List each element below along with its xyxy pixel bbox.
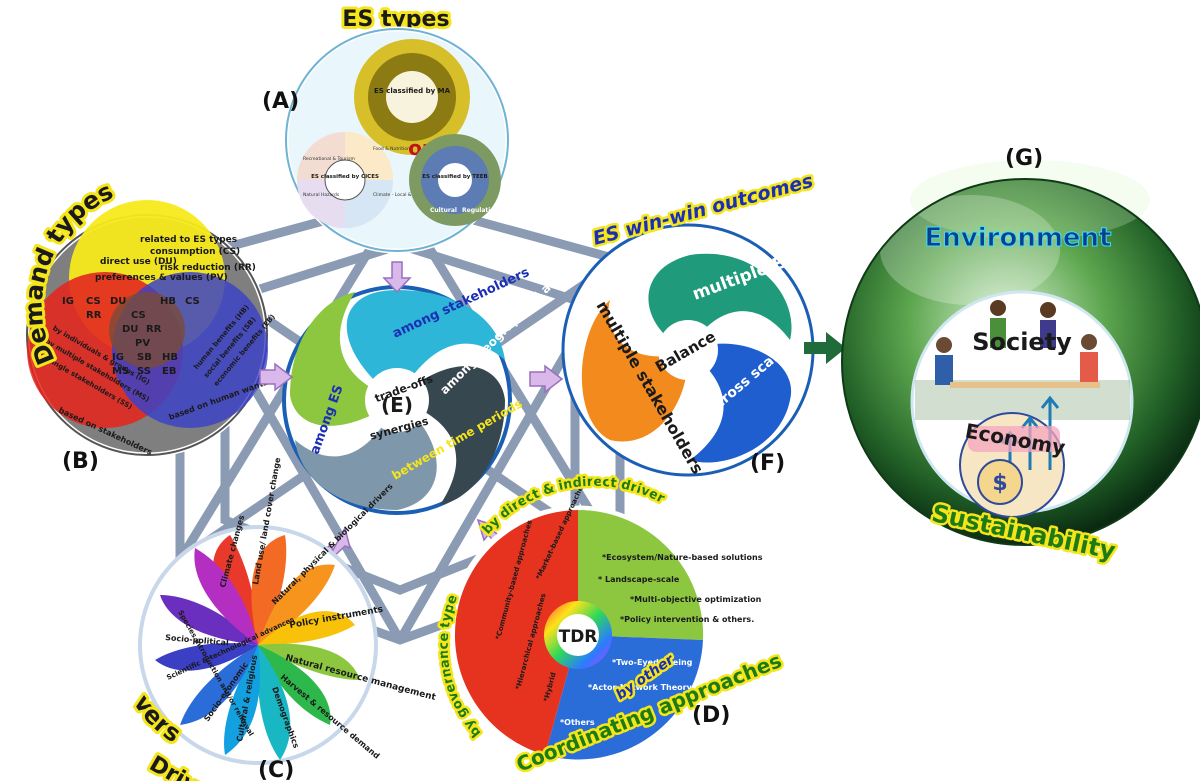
tdr-center <box>557 614 599 656</box>
society-label: Society <box>972 328 1072 356</box>
yellow-item-pv: preferences & values (PV) <box>95 273 228 283</box>
blue-item-2: *Actor-Network Theory <box>588 683 693 692</box>
yr-code-1: IG <box>62 296 74 307</box>
teeb-section-regulating: Regulating <box>462 207 499 214</box>
center-circle <box>365 368 429 432</box>
arrow-a-to-e <box>382 261 412 294</box>
green-sector <box>578 509 704 640</box>
cices-classification-pie: ES classified by CICES Food & Nutrition … <box>297 132 427 228</box>
green-item-4: *Policy intervention & others. <box>620 615 754 624</box>
arrows-to-center <box>259 261 564 561</box>
yr-code-4: RR <box>86 310 102 321</box>
panel-b-letter: (B) <box>62 449 99 474</box>
green-item-1: *Ecosystem/Nature-based solutions <box>602 553 763 562</box>
driver-petals <box>155 535 360 760</box>
panel-a-es-types: ES types ES classified by MA or ES class… <box>262 4 511 254</box>
blue-item-3: *Others <box>560 718 595 727</box>
cices-item-8: Natural Hazards <box>303 192 340 198</box>
panel-g-letter: (G) <box>1005 146 1043 171</box>
yellow-header: related to ES types <box>140 235 237 245</box>
teeb-label: ES classified by TEEB <box>422 174 487 180</box>
center-code-ms: MS <box>112 366 129 377</box>
money-bag-icon <box>977 459 1023 505</box>
ma-classification-ring: ES classified by MA <box>354 39 470 155</box>
panel-f-win-win-outcomes: Balance multiple ES across scales multip… <box>561 167 818 477</box>
tdr-label: TDR <box>559 627 598 647</box>
green-item-2: * Landscape-scale <box>598 575 680 584</box>
ma-label: ES classified by MA <box>374 87 451 95</box>
center-code-pv: PV <box>135 338 150 349</box>
center-code-ig: IG <box>112 352 124 363</box>
center-code-hb: HB <box>162 352 178 363</box>
center-code-ss: SS <box>137 366 151 377</box>
arrow-b-to-e <box>259 362 294 392</box>
center-code-eb: EB <box>162 366 176 377</box>
arrow-f-to-g <box>804 332 846 364</box>
cices-item-1: Food & Nutrition <box>373 146 410 152</box>
center-overlap <box>109 292 185 368</box>
teeb-classification-wheel: ES classified by TEEB Cultural Regulatin… <box>409 134 501 226</box>
yr-code-3: DU <box>110 296 126 307</box>
yb-code-2: CS <box>185 296 200 307</box>
panel-d-letter: (D) <box>692 703 730 728</box>
yellow-item-cs: consumption (CS) <box>150 247 240 257</box>
blue-item-1: *Two-Eyed Seeing <box>612 658 693 667</box>
panel-g-sustainability-globe: Environment Society $ Economy Sustainabi… <box>841 146 1200 568</box>
dollar-sign: $ <box>992 471 1007 496</box>
center-code-rr: RR <box>146 324 162 335</box>
green-item-3: *Multi-objective optimization <box>630 595 762 604</box>
center-code-cs: CS <box>131 310 146 321</box>
segment-across-scales <box>688 343 792 463</box>
people-illustration <box>935 300 1100 388</box>
panel-a-letter: (A) <box>262 89 299 114</box>
panel-e-letter: (E) <box>381 393 413 417</box>
segment-multiple-stakeholders <box>581 300 689 442</box>
yellow-item-rr: risk reduction (RR) <box>160 263 256 273</box>
yellow-item-du: direct use (DU) <box>100 257 177 267</box>
panel-e-tradeoffs-synergies: (E) trade-offs synergies among stakehold… <box>282 260 574 515</box>
center-code-du: DU <box>122 324 138 335</box>
cices-label: ES classified by CICES <box>311 174 379 180</box>
panel-d-coordinating-approaches: TDR *Ecosystem/Nature-based solutions * … <box>434 472 787 779</box>
arrow-e-to-f <box>529 364 564 394</box>
red-sector <box>454 510 578 755</box>
yr-code-2: CS <box>86 296 101 307</box>
balance-center <box>658 320 718 380</box>
cices-item-6: Climate - Local & Global <box>373 192 427 198</box>
cices-item-11: Recreational & Tourism <box>303 156 355 162</box>
center-code-sb: SB <box>137 352 152 363</box>
yb-code-1: HB <box>160 296 176 307</box>
environment-label: Environment <box>925 223 1112 253</box>
panel-c-letter: (C) <box>258 758 294 781</box>
teeb-section-cultural: Cultural <box>430 207 457 214</box>
panel-f-letter: (F) <box>750 451 785 476</box>
